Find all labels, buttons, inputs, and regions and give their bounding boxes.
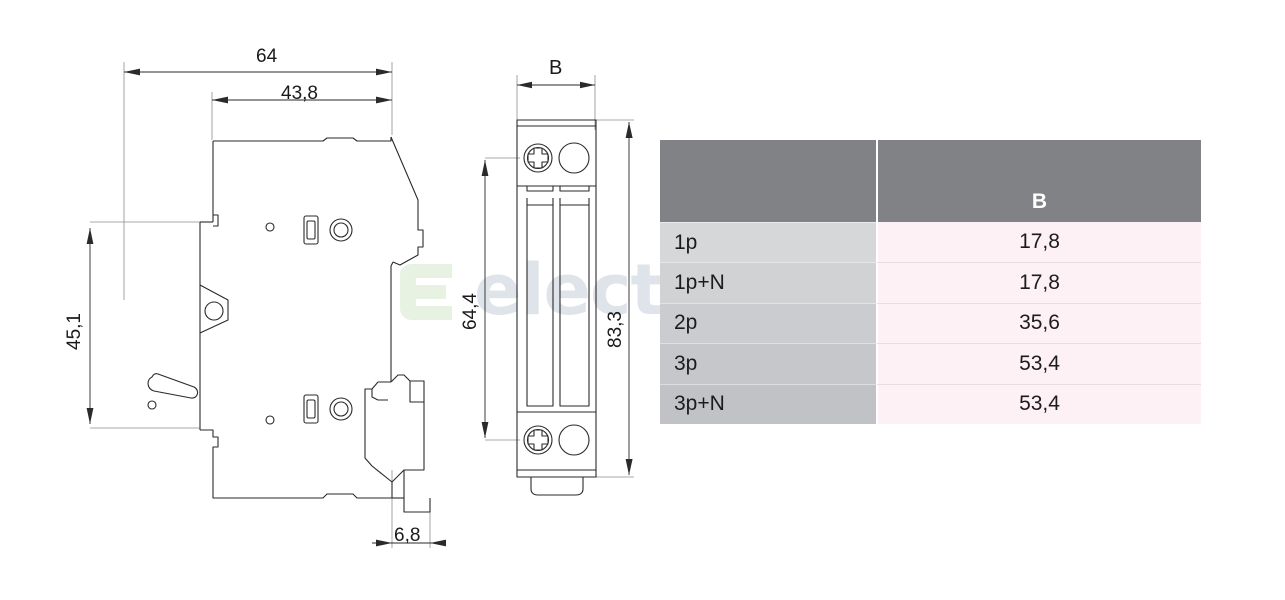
table-row: 3p+N 53,4 xyxy=(660,383,1201,424)
table-cell-b: 17,8 xyxy=(876,222,1201,263)
front-view-drawing xyxy=(481,75,634,496)
table-cell-b: 17,8 xyxy=(876,262,1201,303)
dim-64-label: 64 xyxy=(256,46,278,67)
dim-451-label: 45,1 xyxy=(64,313,85,350)
table-cell-b: 35,6 xyxy=(876,302,1201,344)
table-row: 1p+N 17,8 xyxy=(660,262,1201,303)
table-cell-pole: 1p xyxy=(660,222,876,263)
table-row: 3p 53,4 xyxy=(660,343,1201,384)
dim-833-label: 83,3 xyxy=(605,311,626,348)
table-header-b-label: B xyxy=(1031,190,1048,213)
dim-438-label: 43,8 xyxy=(281,83,318,104)
table-cell-pole: 3p xyxy=(660,343,876,384)
dim-68-label: 6,8 xyxy=(394,525,421,546)
dim-B-label: B xyxy=(549,57,563,79)
table-header-pole xyxy=(660,140,876,222)
table-cell-b: 53,4 xyxy=(876,383,1201,424)
dimension-table: B 1p 17,8 1p+N 17,8 2p 35,6 3p 53,4 3p+N… xyxy=(660,140,1201,424)
table-cell-pole: 2p xyxy=(660,302,876,344)
table-header-b: B xyxy=(876,140,1201,222)
side-view-drawing xyxy=(86,62,446,548)
table-cell-pole: 1p+N xyxy=(660,262,876,303)
dim-644-label: 64,4 xyxy=(460,293,481,330)
table-cell-pole: 3p+N xyxy=(660,383,876,424)
table-row: 1p 17,8 xyxy=(660,222,1201,263)
table-row: 2p 35,6 xyxy=(660,302,1201,344)
table-header-row: B xyxy=(660,140,1201,222)
table-cell-b: 53,4 xyxy=(876,343,1201,384)
